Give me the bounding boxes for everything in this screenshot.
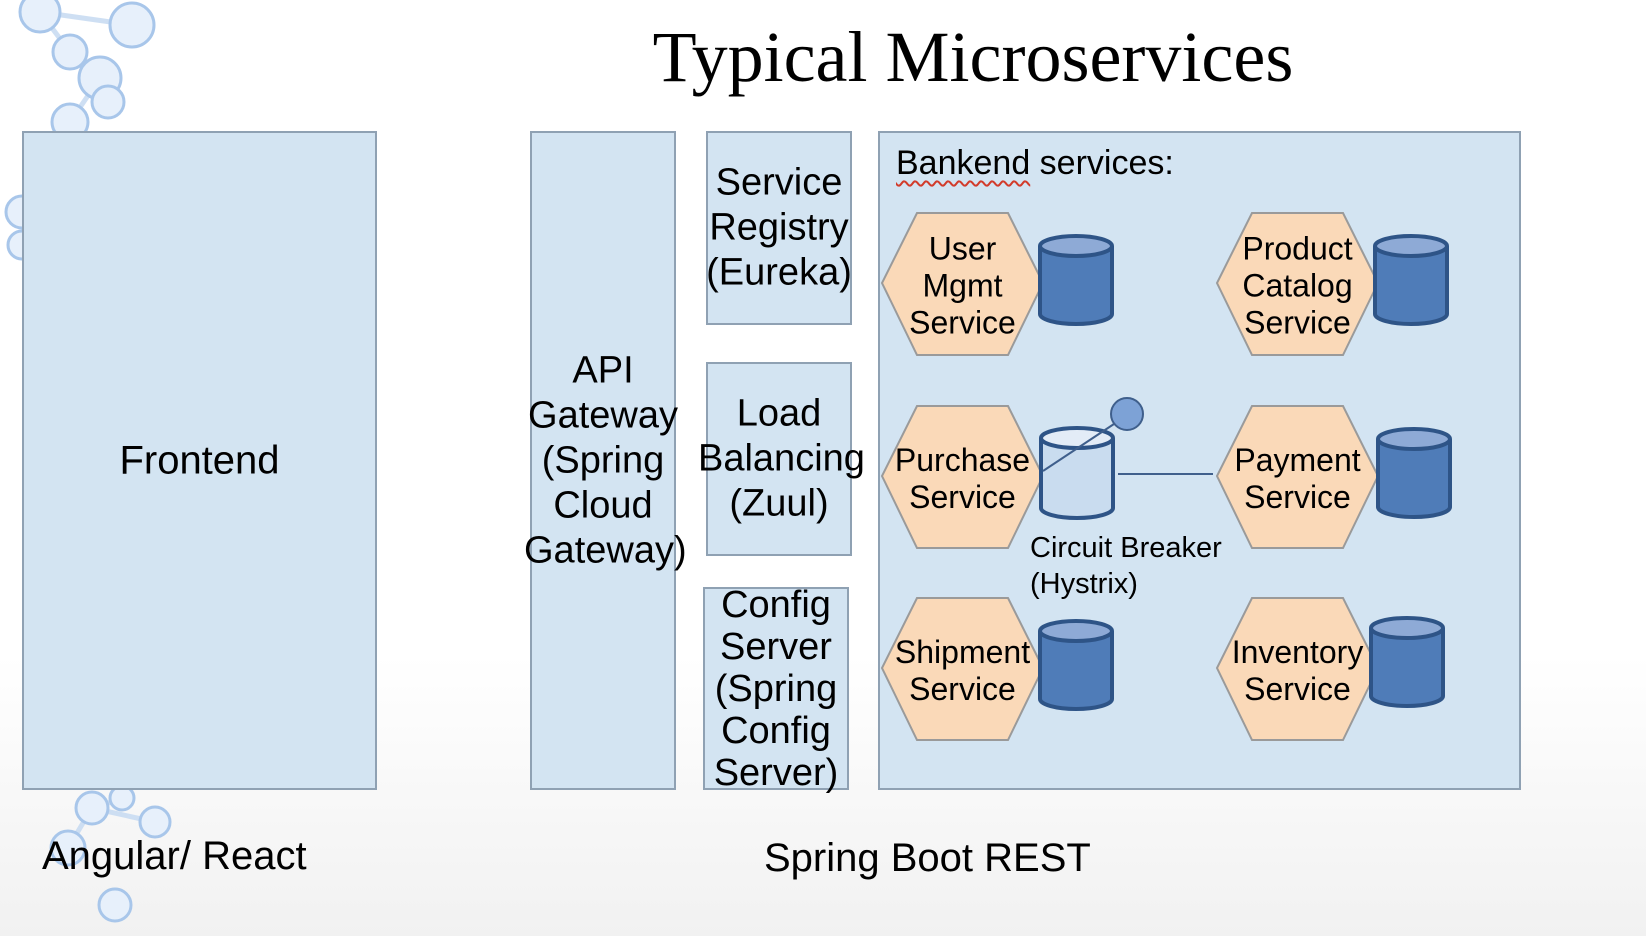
- load-balancing-box: Load Balancing (Zuul): [698, 362, 865, 556]
- footer-backend-tech: Spring Boot REST: [764, 836, 1091, 880]
- service-label: Product Catalog Service: [1242, 230, 1353, 341]
- footer-frontend-tech: Angular/ React: [42, 834, 307, 878]
- service-product-catalog: Product Catalog Service: [1215, 211, 1380, 361]
- service-registry-box: Service Registry (Eureka): [706, 131, 852, 325]
- frontend-box: Frontend: [22, 131, 377, 790]
- config-server-label: Config Server (Spring Config Server): [713, 583, 839, 794]
- hexagon-shape: [1215, 597, 1380, 741]
- backend-heading: Bankend services:: [896, 141, 1174, 185]
- service-label: Payment Service: [1234, 442, 1361, 515]
- hexagon-shape: [880, 212, 1045, 356]
- service-inventory: Inventory Service: [1215, 596, 1380, 746]
- hexagon-shape: [880, 597, 1045, 741]
- database-shipment-icon: [1038, 619, 1114, 711]
- slide-title: Typical Microservices: [652, 17, 1294, 97]
- database-user-mgmt-icon: [1038, 234, 1114, 326]
- service-label: Shipment Service: [894, 634, 1031, 707]
- service-label: Purchase Service: [894, 442, 1031, 515]
- frontend-label: Frontend: [119, 438, 280, 482]
- database-product-catalog-icon: [1373, 234, 1449, 326]
- backend-heading-rest: services:: [1030, 144, 1174, 182]
- hexagon-shape: [1215, 212, 1380, 356]
- service-label: Inventory Service: [1231, 634, 1364, 707]
- service-purchase: Purchase Service: [880, 404, 1045, 554]
- api-gateway-label: API Gateway (Spring Cloud Gateway): [524, 349, 687, 571]
- backend-heading-word: Bankend: [896, 144, 1031, 182]
- circuit-breaker-icon: [1039, 397, 1144, 520]
- database-inventory-icon: [1369, 616, 1445, 708]
- load-balancing-label: Load Balancing (Zuul): [698, 392, 865, 525]
- hexagon-shape: [1215, 405, 1380, 549]
- database-payment-icon: [1376, 427, 1452, 519]
- api-gateway-box: API Gateway (Spring Cloud Gateway): [524, 131, 687, 790]
- service-label: User Mgmt Service: [909, 230, 1016, 341]
- service-user-mgmt: User Mgmt Service: [880, 211, 1045, 361]
- service-shipment: Shipment Service: [880, 596, 1045, 746]
- hexagon-shape: [880, 405, 1045, 549]
- config-server-box: Config Server (Spring Config Server): [703, 584, 849, 794]
- circuit-breaker-label: Circuit Breaker (Hystrix): [1030, 532, 1222, 600]
- service-payment: Payment Service: [1215, 404, 1380, 554]
- service-registry-label: Service Registry (Eureka): [706, 161, 852, 294]
